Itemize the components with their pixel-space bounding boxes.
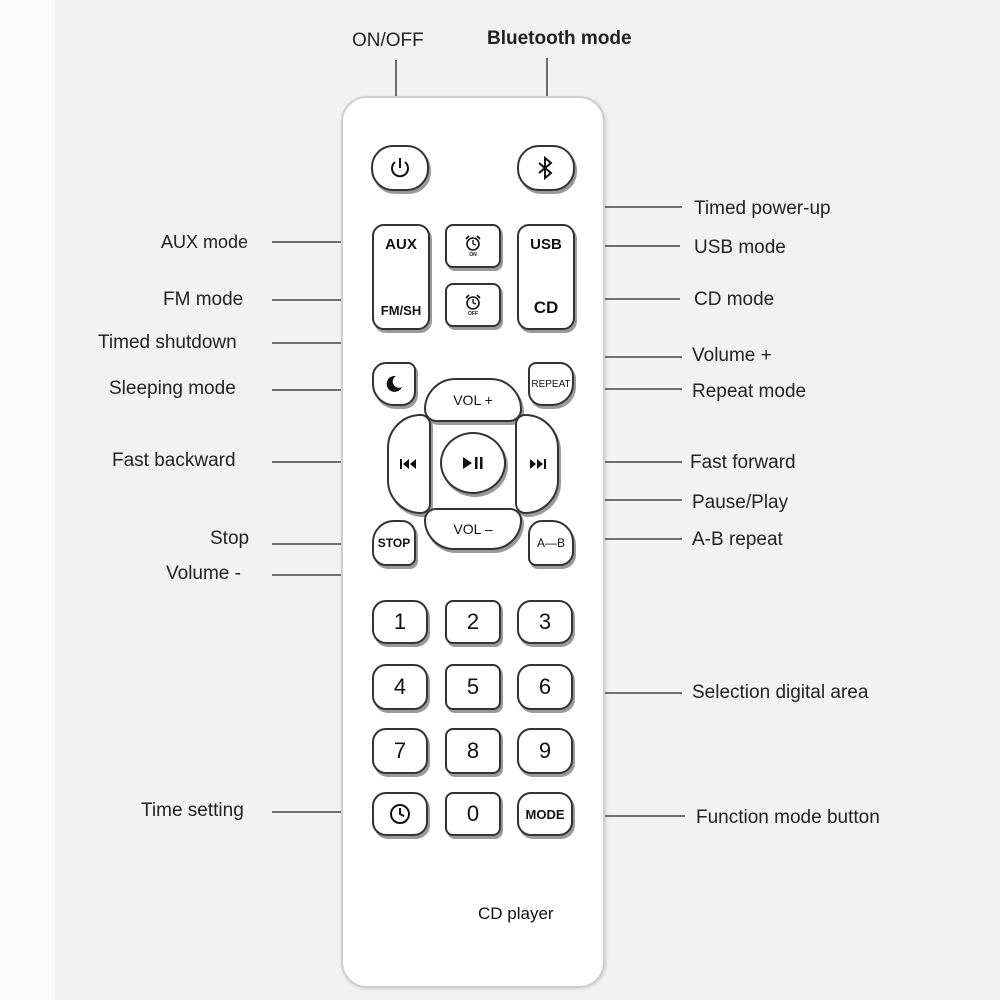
digit-0-button[interactable]: 0 — [445, 792, 501, 836]
callout-volume-plus: Volume + — [692, 345, 772, 366]
vol-plus-label: VOL + — [453, 392, 493, 408]
digit-3-button[interactable]: 3 — [517, 600, 573, 644]
digit-label: 5 — [466, 674, 480, 699]
cd-label: CD — [533, 298, 559, 317]
callout-sleeping-mode: Sleeping mode — [109, 378, 236, 399]
background-strip — [0, 0, 55, 1000]
callout-aux-mode: AUX mode — [161, 232, 249, 252]
moon-icon — [384, 374, 404, 394]
fast-forward-button[interactable] — [515, 414, 559, 514]
digit-7-button[interactable]: 7 — [372, 728, 428, 774]
digit-label: 1 — [393, 609, 407, 634]
time-setting-button[interactable] — [372, 792, 428, 836]
digit-8-button[interactable]: 8 — [445, 728, 501, 774]
fm-sh-label: FM/SH — [380, 303, 422, 318]
vol-minus-label: VOL – — [453, 521, 493, 537]
power-button[interactable] — [371, 145, 429, 191]
digit-label: 6 — [538, 674, 552, 699]
digit-2-button[interactable]: 2 — [445, 600, 501, 644]
alarm-on-sublabel: ON — [469, 252, 477, 258]
callout-function-mode-button: Function mode button — [696, 807, 880, 828]
callout-usb-mode: USB mode — [694, 237, 786, 258]
callout-timed-power-up: Timed power-up — [694, 198, 831, 219]
alarm-off-sublabel: OFF — [468, 311, 478, 317]
usb-label: USB — [530, 236, 562, 253]
play-pause-button[interactable] — [440, 432, 506, 494]
callout-bluetooth-mode: Bluetooth mode — [487, 28, 632, 49]
digit-label: 8 — [466, 738, 480, 763]
callout-fast-forward: Fast forward — [690, 452, 796, 473]
digit-9-button[interactable]: 9 — [517, 728, 573, 774]
callout-pause-play: Pause/Play — [692, 492, 789, 513]
device-label: CD player — [478, 904, 554, 923]
mode-button[interactable]: MODE — [517, 792, 573, 836]
callout-stop: Stop — [210, 528, 250, 549]
digit-4-button[interactable]: 4 — [372, 664, 428, 710]
callout-fast-backward: Fast backward — [112, 450, 236, 471]
fast-backward-button[interactable] — [387, 414, 431, 514]
digit-label: 9 — [538, 738, 552, 763]
rewind-icon — [399, 458, 419, 470]
digit-label: 7 — [393, 738, 407, 763]
callout-timed-shutdown: Timed shutdown — [98, 332, 237, 353]
timed-power-up-button[interactable]: ON — [445, 224, 501, 268]
bluetooth-button[interactable] — [517, 145, 575, 191]
timed-shutdown-button[interactable]: OFF — [445, 283, 501, 327]
callout-volume-minus: Volume - — [166, 563, 241, 584]
digit-label: 4 — [393, 674, 407, 699]
volume-up-button[interactable]: VOL + — [424, 378, 522, 422]
clock-icon — [388, 802, 412, 826]
digit-5-button[interactable]: 5 — [445, 664, 501, 710]
aux-fm-button[interactable]: AUX FM/SH — [372, 224, 430, 330]
stop-button[interactable]: STOP — [372, 520, 416, 566]
repeat-label: REPEAT — [531, 378, 571, 390]
a-b-repeat-button[interactable]: A—B — [528, 520, 574, 566]
stop-label: STOP — [377, 536, 411, 550]
power-icon — [387, 155, 413, 181]
fast-forward-icon — [527, 458, 547, 470]
a-b-label: A—B — [536, 536, 565, 550]
mode-label: MODE — [525, 806, 565, 822]
digit-label: 0 — [466, 801, 480, 826]
sleep-button[interactable] — [372, 362, 416, 406]
aux-label: AUX — [385, 236, 417, 253]
callout-a-b-repeat: A-B repeat — [692, 529, 783, 550]
callout-time-setting: Time setting — [141, 800, 244, 821]
usb-cd-button[interactable]: USB CD — [517, 224, 575, 330]
callout-selection-digital-area: Selection digital area — [692, 682, 869, 703]
digit-label: 2 — [466, 609, 480, 634]
digit-6-button[interactable]: 6 — [517, 664, 573, 710]
digit-1-button[interactable]: 1 — [372, 600, 428, 644]
callout-fm-mode: FM mode — [163, 289, 244, 310]
alarm-clock-on-icon — [464, 234, 482, 252]
volume-down-button[interactable]: VOL – — [424, 508, 522, 550]
callout-repeat-mode: Repeat mode — [692, 381, 807, 402]
repeat-button[interactable]: REPEAT — [528, 362, 574, 406]
callout-on-off: ON/OFF — [352, 30, 424, 51]
alarm-clock-off-icon — [464, 293, 482, 311]
bluetooth-icon — [535, 155, 557, 181]
play-pause-icon — [462, 456, 484, 470]
digit-label: 3 — [538, 609, 552, 634]
callout-cd-mode: CD mode — [694, 289, 775, 310]
